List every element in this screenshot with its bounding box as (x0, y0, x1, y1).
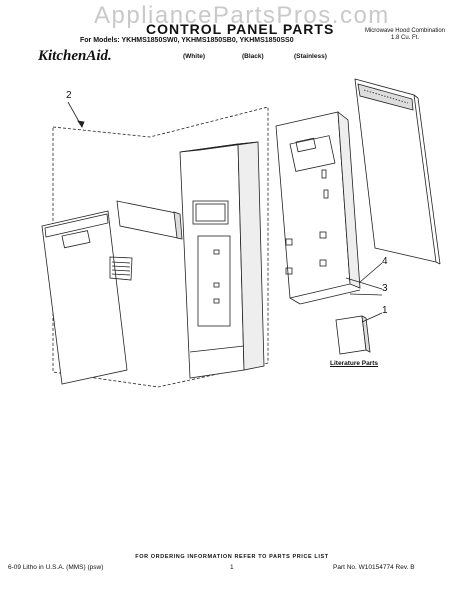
svg-text:KitchenAid.: KitchenAid. (38, 48, 112, 64)
page-number: 1 (230, 564, 234, 571)
kitchenaid-logo: KitchenAid. (38, 48, 112, 64)
description-line-1: Microwave Hood Combination (364, 28, 446, 34)
description-line-2: 1.8 Cu. Ft. (390, 35, 419, 41)
watermark: AppliancePartsPros.com (94, 2, 390, 29)
page-title: CONTROL PANEL PARTS (146, 21, 335, 37)
color-black: (Black) (242, 53, 264, 60)
literature-booklet (335, 315, 371, 355)
control-panel-frame (179, 141, 265, 379)
display-lens (116, 200, 183, 240)
callout-3: 3 (382, 283, 388, 294)
keypad-membrane (41, 210, 133, 385)
circuit-board-bracket (275, 111, 361, 305)
callout-1: 1 (382, 305, 388, 316)
part-number: Part No. W10154774 Rev. B (333, 564, 415, 571)
literature-parts-label: Literature Parts (330, 360, 379, 367)
callout-4: 4 (382, 256, 388, 267)
callout-2: 2 (66, 90, 72, 101)
litho-info: 6-09 Litho in U.S.A. (MMS) (psw) (8, 564, 104, 571)
control-board (354, 78, 441, 265)
assembly-outline (52, 106, 269, 388)
color-white: (White) (183, 53, 206, 60)
ordering-info: FOR ORDERING INFORMATION REFER TO PARTS … (135, 554, 329, 560)
models-label: For Models: YKHMS1850SW0, YKHMS1850SB0, … (80, 37, 294, 44)
color-stainless: (Stainless) (294, 53, 327, 60)
product-description: Microwave Hood Combination 1.8 Cu. Ft. (350, 28, 460, 42)
